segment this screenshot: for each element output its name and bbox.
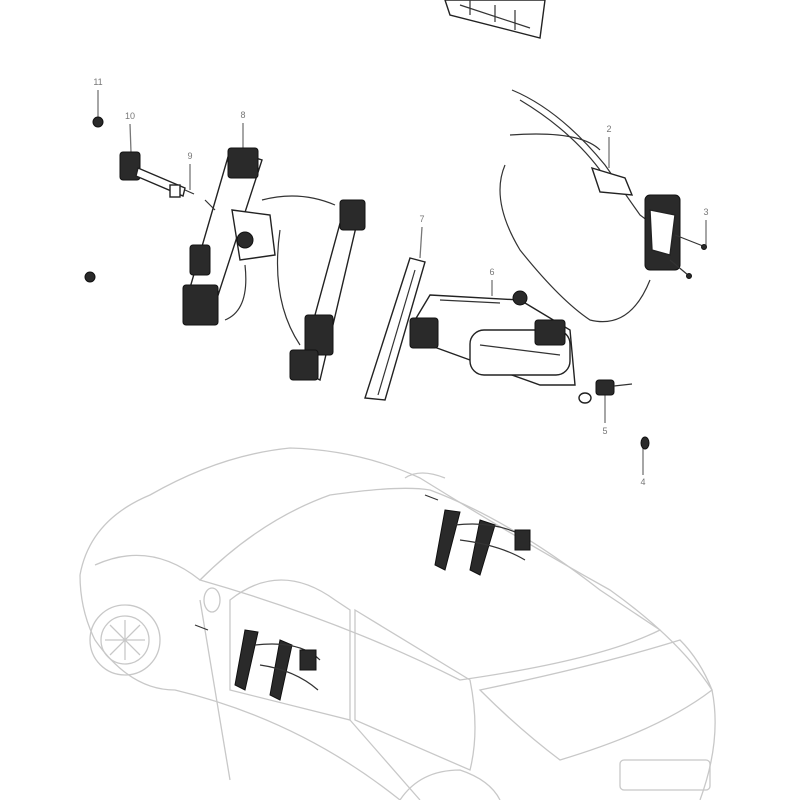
leader-lines (97, 90, 707, 475)
callout-4: 4 (640, 477, 646, 487)
bolt-9 (184, 189, 195, 195)
arrow-rear (424, 494, 439, 501)
outer-door-handle-6 (409, 290, 576, 386)
regulator-on-front-door (234, 629, 321, 701)
vehicle-outline (79, 447, 716, 800)
door-latch-3 (644, 194, 707, 279)
callout-6: 6 (489, 267, 495, 277)
nut-11 (92, 116, 104, 128)
callout-7: 7 (419, 214, 425, 224)
callout-5: 5 (602, 426, 608, 436)
callout-3: 3 (703, 207, 709, 217)
lock-cylinder-5 (578, 379, 633, 404)
callout-11: 11 (93, 77, 103, 87)
callout-10: 10 (124, 111, 136, 121)
regulator-on-rear-door (434, 509, 531, 576)
nut (84, 271, 96, 283)
callout-9: 9 (187, 151, 193, 161)
window-regulator-8 (182, 147, 366, 382)
callout-2: 2 (606, 124, 612, 134)
arrow-front (194, 624, 209, 631)
top-trim-part (444, 0, 546, 39)
glass-run-channel-7 (364, 257, 426, 401)
lock-cable-assembly-2 (499, 89, 661, 323)
callout-8: 8 (240, 110, 246, 120)
door-check-10 (119, 151, 186, 198)
plug-4 (640, 436, 650, 450)
